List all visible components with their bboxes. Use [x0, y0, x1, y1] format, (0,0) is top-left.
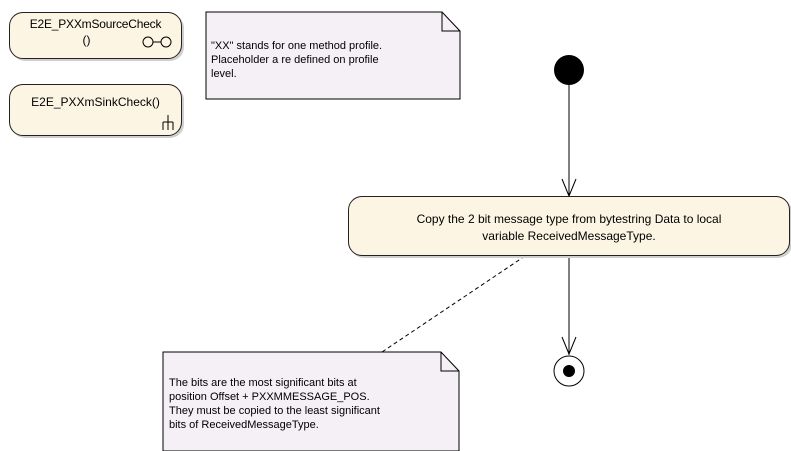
- arrowhead: [561, 336, 577, 356]
- action-source-check[interactable]: E2E_PXXmSourceCheck (): [9, 12, 182, 59]
- note-profile-shape[interactable]: [205, 11, 461, 100]
- action-source-check-params: (): [82, 33, 91, 47]
- action-copy-message-type[interactable]: Copy the 2 bit message type from bytestr…: [348, 196, 790, 256]
- initial-node[interactable]: [554, 55, 584, 85]
- note-anchor-line[interactable]: [381, 255, 526, 353]
- action-sink-check-name: E2E_PXXmSinkCheck(): [31, 95, 160, 109]
- rake-icon: [162, 115, 174, 130]
- action-sink-check[interactable]: E2E_PXXmSinkCheck(): [9, 84, 182, 136]
- action-source-check-name: E2E_PXXmSourceCheck: [29, 17, 162, 31]
- glasses-icon: [142, 36, 172, 48]
- note-bits-text: The bits are the most significant bits a…: [169, 377, 380, 431]
- note-profile-text: "XX" stands for one method profile. Plac…: [211, 40, 383, 80]
- final-node-center: [563, 365, 575, 377]
- action-copy-line1: Copy the 2 bit message type from bytestr…: [416, 212, 722, 226]
- action-copy-line2: variable ReceivedMessageType.: [482, 229, 656, 243]
- note-bits-shape[interactable]: [162, 351, 460, 451]
